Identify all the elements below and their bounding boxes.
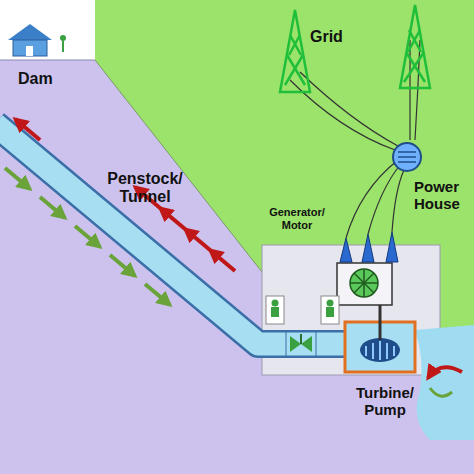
turbine-label: Turbine/ Pump — [350, 384, 420, 419]
transmission-towers — [280, 5, 430, 92]
penstock-label: Penstock/ Tunnel — [100, 170, 190, 207]
reservoir-surface — [0, 60, 95, 61]
worker-figures — [266, 296, 339, 324]
power-house-building — [262, 245, 440, 375]
valve-symbol — [286, 332, 316, 356]
dam-label: Dam — [18, 70, 78, 88]
penstock-tunnel — [0, 124, 352, 344]
flow-arrow — [428, 367, 462, 378]
generator-motor — [337, 263, 392, 305]
transformer — [393, 143, 421, 171]
insulators — [340, 232, 398, 262]
grid-label: Grid — [310, 28, 370, 46]
generator-label: Generator/ Motor — [262, 206, 332, 231]
house-icon — [8, 24, 66, 56]
sky — [0, 0, 95, 60]
flow-arrow — [430, 388, 452, 396]
pump-flow-arrows — [15, 119, 235, 271]
lower-reservoir — [415, 325, 474, 440]
powerhouse-label: Power House — [414, 178, 470, 213]
penstock-wall — [0, 124, 352, 344]
shaft — [379, 305, 382, 340]
